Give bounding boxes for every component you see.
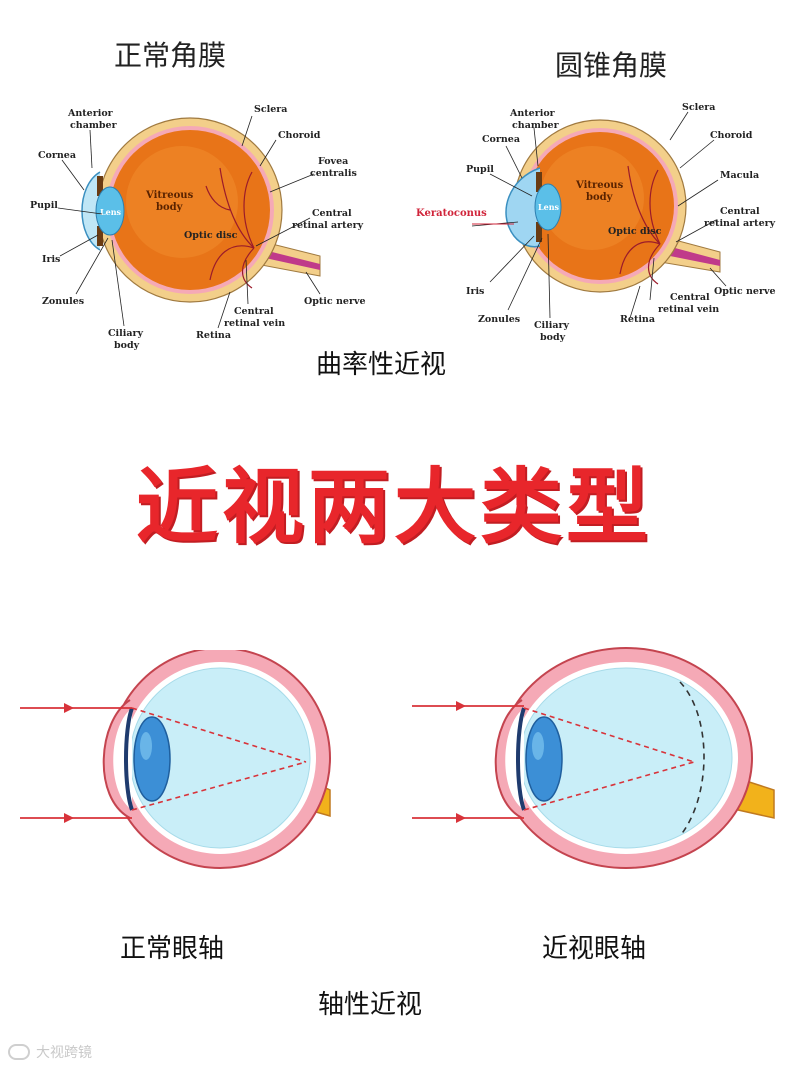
lens-shape <box>525 716 563 802</box>
myopic-axis-caption: 近视眼轴 <box>542 934 647 964</box>
artery-label-1: Central <box>312 208 352 219</box>
lens-label: Lens <box>100 207 122 217</box>
zonules-label: Zonules <box>478 314 520 325</box>
vitreous-label-2: body <box>586 192 614 203</box>
optic-nerve-vessels <box>256 248 320 270</box>
curvature-myopia-caption: 曲率性近视 <box>316 350 447 380</box>
normal-cornea-title: 正常角膜 <box>114 39 227 72</box>
optic-disc-label: Optic disc <box>184 230 238 241</box>
lens-shape <box>95 186 125 236</box>
lens-highlight <box>140 732 152 760</box>
iris-upper <box>97 176 103 196</box>
optic-nerve-label: Optic nerve <box>714 286 776 297</box>
iris-lower <box>536 222 542 242</box>
artery-label-2: retinal artery <box>704 218 776 229</box>
pupil-label: Pupil <box>30 200 58 211</box>
ciliary-body-label-1: Ciliary <box>108 328 144 339</box>
artery-label-2: retinal artery <box>292 220 364 231</box>
watermark-logo-icon <box>8 1044 30 1060</box>
optic-disc-label: Optic disc <box>608 226 662 237</box>
artery-label-1: Central <box>720 206 760 217</box>
keratoconus-eye-anatomy-diagram: Lens Vitreous body Optic disc Anterior c… <box>416 102 776 343</box>
optic-nerve-label: Optic nerve <box>304 296 366 307</box>
lens-highlight <box>532 732 544 760</box>
keratoconus-label: Keratoconus <box>416 208 487 219</box>
vein-label-1: Central <box>234 306 274 317</box>
retina-label: Retina <box>620 314 655 325</box>
anterior-chamber-label-1: Anterior <box>67 108 114 119</box>
keratoconus-cornea-title: 圆锥角膜 <box>555 49 668 82</box>
vitreous-label-2: body <box>156 202 184 213</box>
anterior-chamber-label-2: chamber <box>70 120 118 131</box>
light-rays <box>20 703 132 823</box>
keratoconus-cornea-shape <box>505 167 541 248</box>
lens-label: Lens <box>538 202 560 212</box>
fovea-label-2: centralis <box>310 168 357 179</box>
ciliary-body-label-1: Ciliary <box>534 320 570 331</box>
vitreous-label-1: Vitreous <box>575 180 624 191</box>
main-title: 近视两大类型 <box>136 460 653 555</box>
vitreous-highlight <box>540 146 644 250</box>
retinal-vessels <box>619 165 661 285</box>
vein-label-2: retinal vein <box>658 304 719 315</box>
ciliary-body-label-2: body <box>540 332 566 343</box>
iris-shape <box>516 707 526 811</box>
iris-upper <box>536 172 542 192</box>
vein-label-2: retinal vein <box>224 318 285 329</box>
watermark: 大视跨镜 <box>8 1042 92 1062</box>
iris-label: Iris <box>42 254 60 265</box>
watermark-text: 大视跨镜 <box>36 1045 92 1061</box>
anterior-chamber-label-1: Anterior <box>509 108 556 119</box>
leader-lines <box>471 111 727 319</box>
macula-label: Macula <box>720 170 759 181</box>
zonules-label: Zonules <box>42 296 84 307</box>
choroid-label: Choroid <box>278 130 321 141</box>
iris-label: Iris <box>466 286 484 297</box>
normal-retina-outline <box>679 681 705 837</box>
axial-myopia-caption: 轴性近视 <box>318 990 423 1020</box>
optic-nerve-vessels <box>660 244 720 266</box>
vitreous-highlight <box>126 146 238 258</box>
cornea-label: Cornea <box>482 134 520 145</box>
retina-label: Retina <box>196 330 231 341</box>
lens-shape <box>534 183 562 231</box>
fovea-label-1: Fovea <box>318 156 348 167</box>
lens-shape <box>133 716 171 802</box>
pupil-label: Pupil <box>466 164 494 175</box>
myopic-axis-eye-diagram <box>412 647 775 869</box>
sclera-label: Sclera <box>254 104 287 115</box>
sclera-label: Sclera <box>682 102 715 113</box>
anterior-chamber-label-2: chamber <box>512 120 560 131</box>
normal-axis-caption: 正常眼轴 <box>120 934 225 964</box>
cornea-label: Cornea <box>38 150 76 161</box>
normal-eye-anatomy-diagram: Lens Vitreous body Optic disc Anterior c… <box>30 104 366 351</box>
normal-axis-eye-diagram <box>20 650 331 869</box>
light-rays <box>412 701 524 823</box>
iris-shape <box>124 707 134 811</box>
focus-rays <box>131 707 307 811</box>
choroid-label: Choroid <box>710 130 753 141</box>
vitreous-label-1: Vitreous <box>145 190 194 201</box>
leader-lines <box>57 115 321 329</box>
ciliary-body-label-2: body <box>114 340 140 351</box>
focus-rays <box>523 707 695 811</box>
vein-label-1: Central <box>670 292 710 303</box>
iris-lower <box>97 226 103 246</box>
retinal-vessels <box>205 167 255 289</box>
